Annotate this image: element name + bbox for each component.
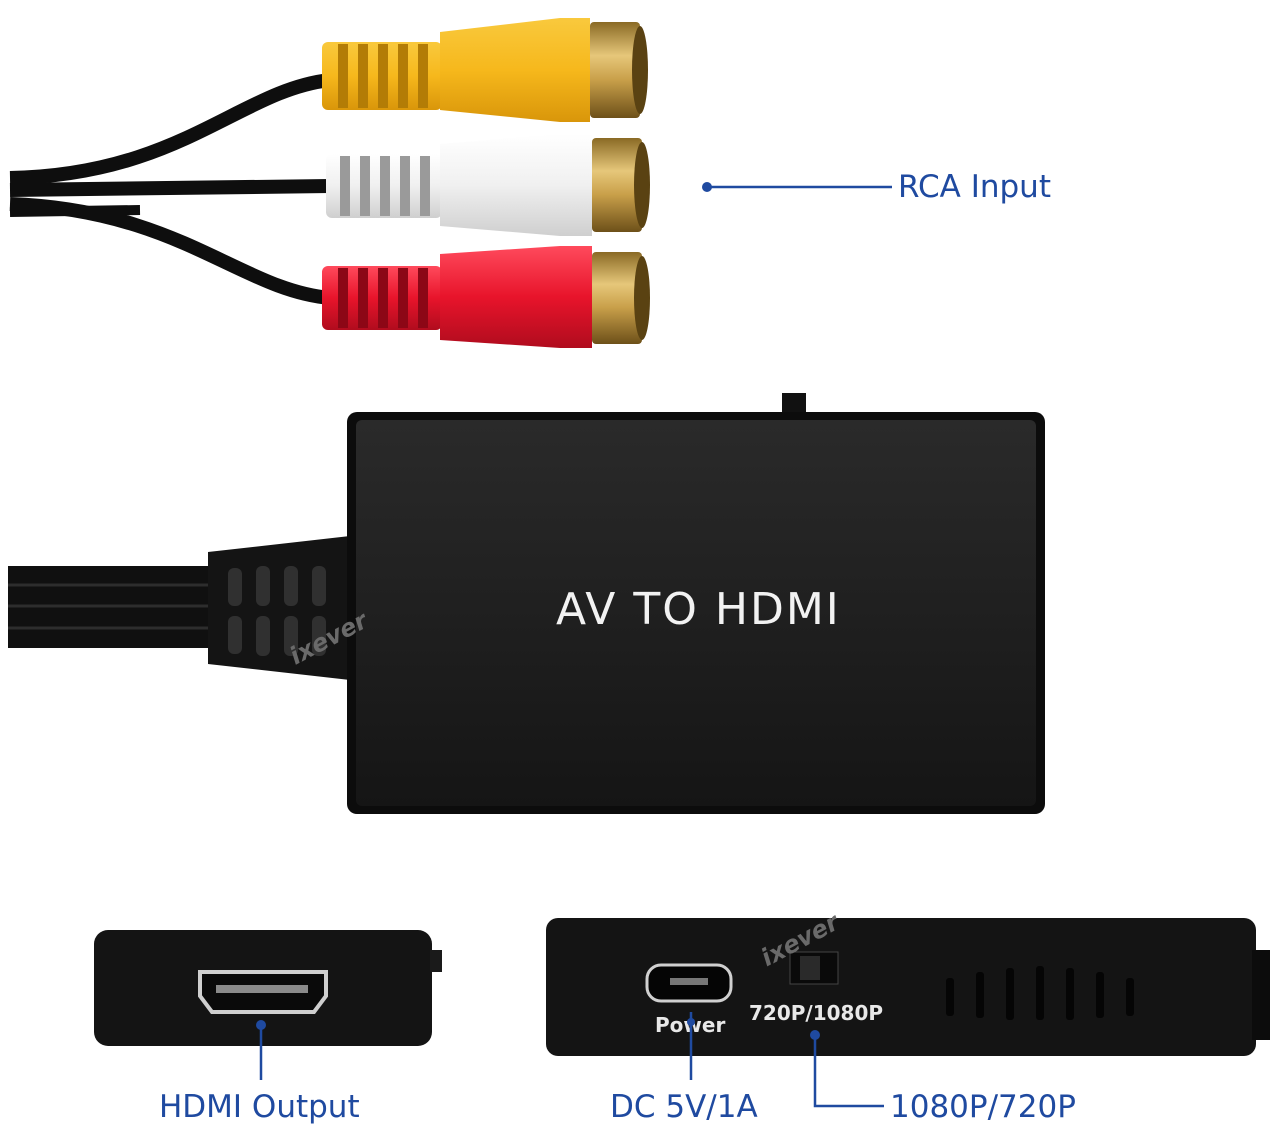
micro-usb-port-icon [645, 963, 733, 1003]
converter-box-top-view: AV TO HDMI ixever [8, 393, 1045, 814]
vent-slots [946, 966, 1134, 1020]
device-top-label: AV TO HDMI [556, 584, 841, 635]
resolution-label: 1080P/720P [890, 1089, 1076, 1125]
hdmi-output-label: HDMI Output [159, 1089, 360, 1125]
rca-input-callout: RCA Input [702, 169, 1051, 205]
converter-power-side-view: Power 720P/1080P DC 5V/1A 1080P/720P ixe… [546, 907, 1270, 1125]
hdmi-port-icon [198, 970, 328, 1014]
dc-power-label: DC 5V/1A [610, 1089, 758, 1125]
rca-plug-red [322, 246, 650, 348]
resolution-callout-line [813, 1035, 884, 1108]
converter-hdmi-side-view: HDMI Output [94, 930, 442, 1125]
rca-plug-yellow [322, 18, 648, 122]
resolution-switch-icon [789, 951, 839, 985]
rca-cable-bundle [9, 73, 331, 305]
switch-port-label: 720P/1080P [749, 1001, 883, 1025]
rca-plug-white [326, 134, 650, 236]
rca-input-label: RCA Input [898, 169, 1051, 205]
